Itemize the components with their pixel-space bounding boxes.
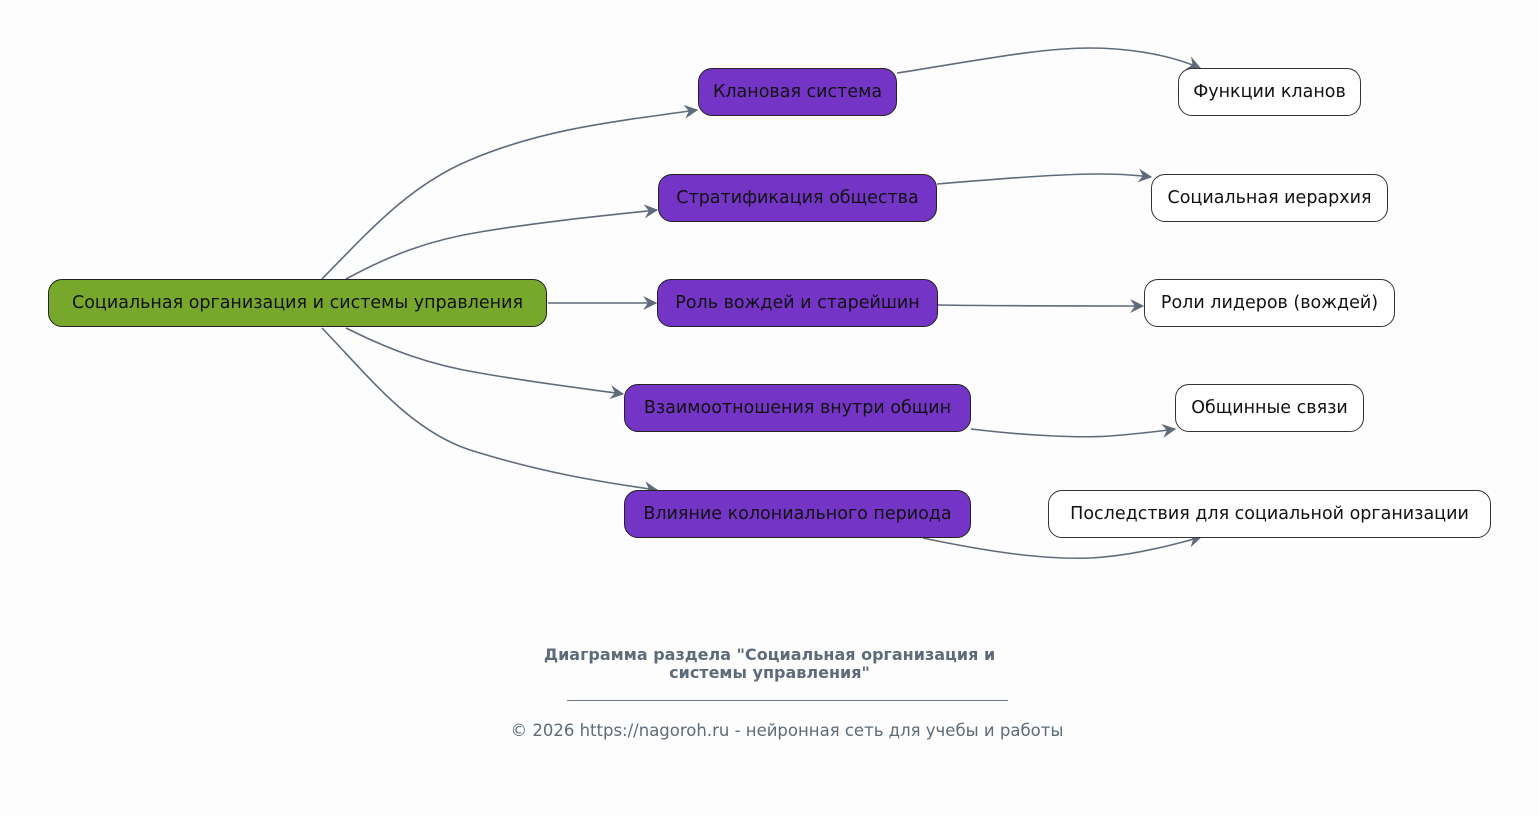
edge-root-to-b1 — [321, 104, 699, 280]
edge-b1-to-l1 — [896, 47, 1202, 74]
node-branch-colonial-influence[interactable]: Влияние колониального периода — [624, 490, 971, 538]
node-branch-clan-system[interactable]: Клановая система — [698, 68, 897, 116]
node-label: Функции кланов — [1193, 82, 1346, 102]
edge-b5-to-l5 — [922, 533, 1203, 560]
node-leaf-leader-roles[interactable]: Роли лидеров (вождей) — [1144, 279, 1395, 327]
node-label: Роли лидеров (вождей) — [1160, 293, 1379, 313]
diagram-caption: Диаграмма раздела "Социальная организаци… — [0, 646, 1539, 682]
node-label: Общинные связи — [1191, 398, 1348, 418]
node-label: Роль вождей и старейшин — [675, 293, 920, 313]
node-leaf-consequences[interactable]: Последствия для социальной организации — [1048, 490, 1491, 538]
edge-root-to-b2 — [345, 204, 659, 280]
node-branch-stratification[interactable]: Стратификация общества — [658, 174, 937, 222]
caption-line-2: системы управления" — [669, 663, 870, 682]
node-label: Социальная организация и системы управле… — [72, 293, 523, 313]
node-root[interactable]: Социальная организация и системы управле… — [48, 279, 547, 327]
node-branch-chiefs-elders[interactable]: Роль вождей и старейшин — [657, 279, 938, 327]
caption-divider — [567, 700, 1008, 701]
footer-copyright: © 2026 https://nagoroh.ru - нейронная се… — [510, 721, 1064, 740]
edge-b4-to-l4 — [970, 423, 1177, 438]
node-label: Взаимоотношения внутри общин — [643, 398, 952, 418]
node-leaf-clan-functions[interactable]: Функции кланов — [1178, 68, 1361, 116]
node-label: Клановая система — [712, 82, 883, 102]
node-label: Социальная иерархия — [1167, 188, 1372, 208]
caption-line-1: Диаграмма раздела "Социальная организаци… — [543, 645, 996, 664]
edge-b3-to-l3 — [937, 298, 1145, 313]
node-branch-community-relations[interactable]: Взаимоотношения внутри общин — [624, 384, 971, 432]
node-label: Влияние колониального периода — [643, 504, 952, 524]
node-leaf-community-ties[interactable]: Общинные связи — [1175, 384, 1364, 432]
node-label: Стратификация общества — [676, 188, 919, 208]
node-label: Последствия для социальной организации — [1070, 504, 1469, 524]
edge-root-to-b4 — [345, 327, 625, 400]
node-leaf-social-hierarchy[interactable]: Социальная иерархия — [1151, 174, 1388, 222]
edge-b2-to-l2 — [936, 168, 1153, 185]
edge-root-to-b5 — [321, 327, 659, 496]
